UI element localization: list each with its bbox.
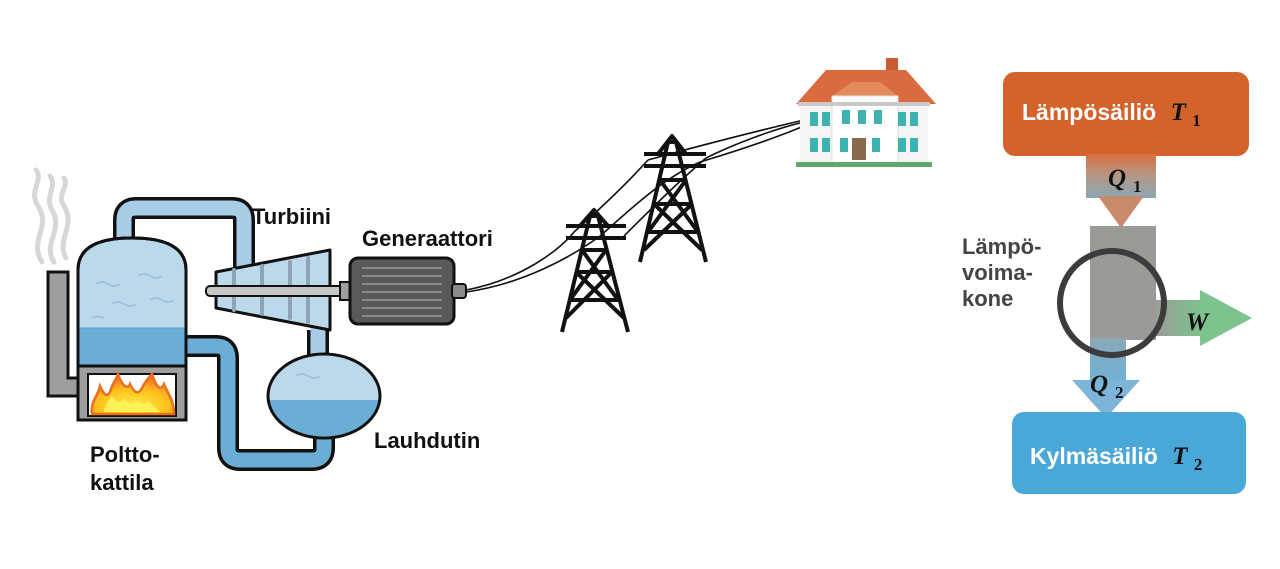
boiler: [76, 236, 188, 422]
cold-reservoir: [1012, 412, 1246, 494]
shaft: [205, 285, 355, 297]
cold-reservoir-label: Kylmäsäiliö T 2: [1030, 443, 1202, 474]
engine-label-line3: kone: [962, 286, 1013, 311]
steam-icon: [32, 167, 71, 265]
flame-icon: [90, 370, 176, 416]
hot-reservoir-label: Lämpösäiliö T 1: [1022, 99, 1201, 130]
pipe-system: [113, 197, 335, 471]
t-hot-symbol: T: [1171, 99, 1188, 126]
engine-label-line2: voima-: [962, 260, 1033, 285]
q-out-label: Q 2: [1090, 370, 1124, 402]
condenser-label: Lauhdutin: [374, 428, 480, 453]
boiler-label-line1: Poltto-: [90, 442, 160, 467]
engine-label-line1: Lämpö-: [962, 234, 1041, 259]
work-symbol: W: [1186, 309, 1210, 336]
heat-engine-ring-icon: [1057, 248, 1167, 358]
q-out-symbol: Q: [1090, 371, 1108, 398]
hot-reservoir: [1003, 72, 1249, 156]
q-in-symbol: Q: [1108, 165, 1126, 192]
generator-label: Generaattori: [362, 226, 493, 251]
q-in-subscript: 1: [1133, 177, 1142, 196]
power-lines: [465, 119, 805, 293]
t-hot-subscript: 1: [1192, 111, 1201, 130]
q-out-subscript: 2: [1115, 383, 1124, 402]
house-icon: [796, 58, 936, 167]
q-in-label: Q 1: [1108, 164, 1142, 196]
cold-reservoir-name: Kylmäsäiliö: [1030, 443, 1158, 469]
power-tower-icon: [638, 134, 708, 263]
t-cold-symbol: T: [1172, 443, 1189, 470]
power-tower-icon: [560, 208, 630, 333]
t-cold-subscript: 2: [1194, 455, 1203, 474]
boiler-label-line2: kattila: [90, 470, 154, 495]
hot-reservoir-name: Lämpösäiliö: [1022, 99, 1156, 125]
turbine-label: Turbiini: [252, 204, 331, 229]
condenser: [266, 352, 382, 440]
heat-engine-schematic: [1003, 72, 1252, 494]
generator: [339, 256, 467, 326]
